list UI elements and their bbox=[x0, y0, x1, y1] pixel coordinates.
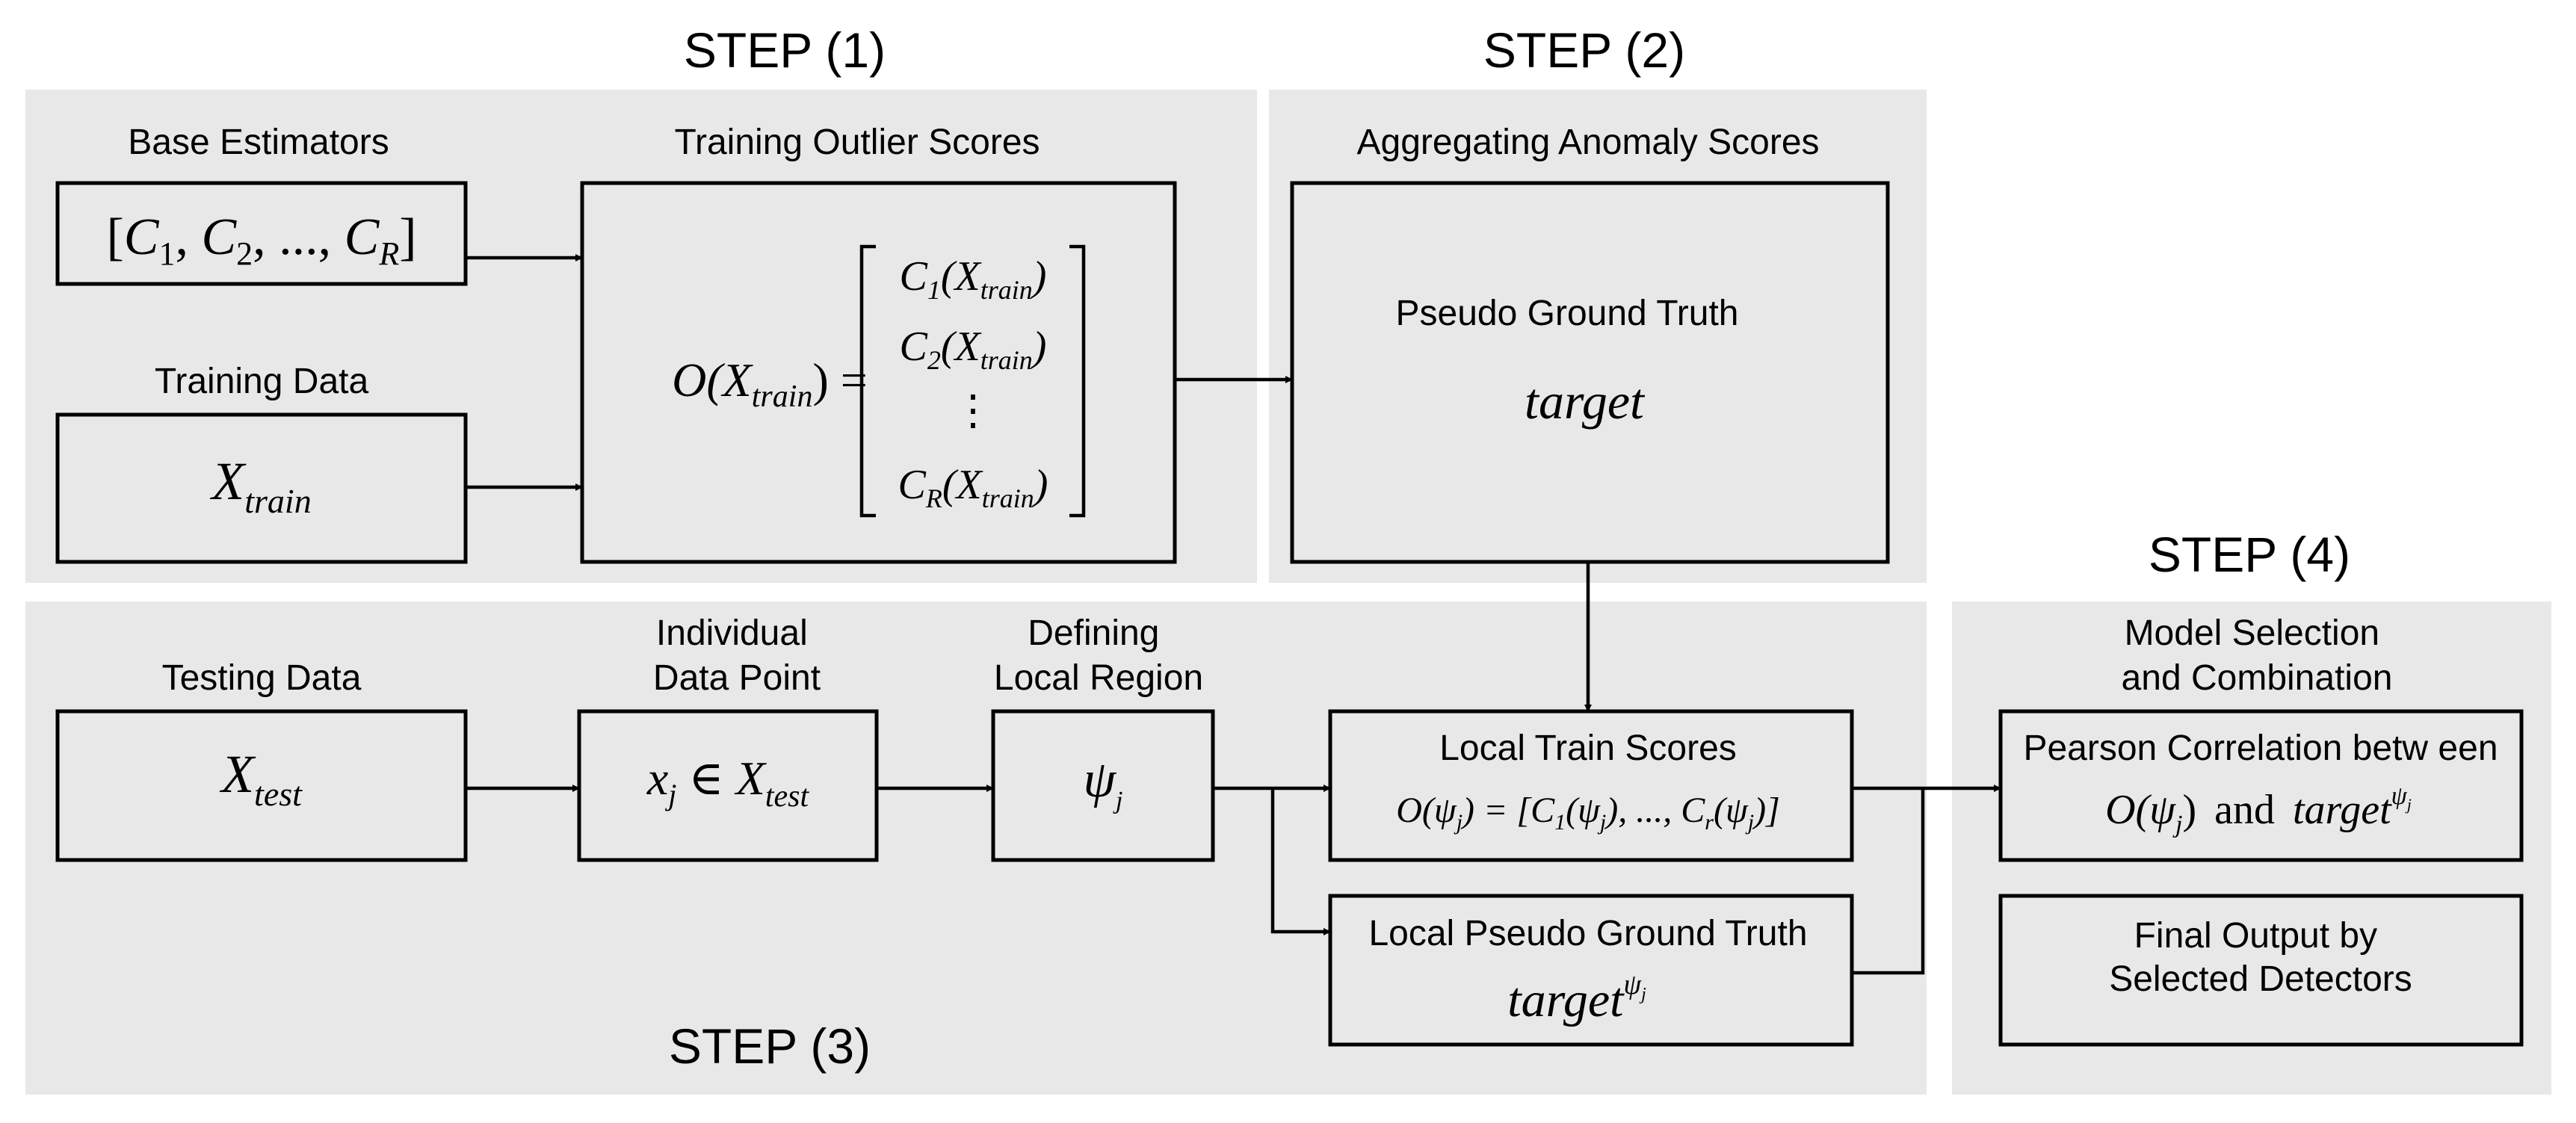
x-train-formula: Xtrain bbox=[209, 451, 311, 520]
matrix-row-1: C1(Xtrain) bbox=[900, 253, 1047, 305]
individual-data-point-label: Individual Data Point bbox=[653, 613, 821, 698]
local-region-box bbox=[991, 709, 1215, 862]
local-pseudo-ground-truth-target: targetψj bbox=[1507, 969, 1646, 1027]
defining-local-region-label: Defining Local Region bbox=[994, 613, 1203, 698]
pearson-correlation-title: Pearson Correlation betw een bbox=[2023, 728, 2498, 768]
outlier-scores-lhs: O(Xtrain) = bbox=[672, 353, 868, 414]
base-estimators-formula: [C1, C2, ..., CR] bbox=[106, 208, 416, 272]
training-outlier-scores-box bbox=[580, 181, 1177, 564]
pseudo-ground-truth-target: target bbox=[1525, 373, 1646, 430]
step-3-heading: STEP (3) bbox=[669, 1018, 871, 1074]
local-train-scores-box bbox=[1328, 709, 1854, 862]
step-2-heading: STEP (2) bbox=[1483, 22, 1685, 78]
matrix-right-bracket bbox=[1069, 244, 1086, 518]
matrix-row-dots: ⋮ bbox=[952, 388, 994, 434]
model-selection-label: Model Selection and Combination bbox=[2122, 613, 2393, 698]
final-output-label: Final Output by Selected Detectors bbox=[2109, 916, 2412, 999]
testing-data-label: Testing Data bbox=[162, 658, 362, 698]
matrix-left-bracket bbox=[859, 244, 876, 518]
local-train-scores-formula: O(ψj) = [C1(ψj), ..., Cr(ψj)] bbox=[1396, 791, 1780, 835]
local-pseudo-ground-truth-box bbox=[1328, 894, 1854, 1047]
data-point-box bbox=[577, 709, 879, 862]
x-test-formula: Xtest bbox=[219, 744, 303, 813]
training-data-label: Training Data bbox=[155, 362, 369, 401]
step-4-heading: STEP (4) bbox=[2149, 527, 2350, 582]
pseudo-ground-truth-box bbox=[1290, 181, 1890, 564]
local-pseudo-ground-truth-title: Local Pseudo Ground Truth bbox=[1368, 914, 1807, 953]
line-local-pseudo-to-merge bbox=[1852, 788, 1925, 975]
arrow-region-to-local-pseudo bbox=[1270, 788, 1331, 935]
x-test-box bbox=[55, 709, 468, 862]
base-estimators-box bbox=[55, 181, 468, 286]
local-region-formula: ψj bbox=[1084, 751, 1123, 814]
matrix-row-r: CR(Xtrain) bbox=[898, 462, 1048, 513]
matrix-row-2: C2(Xtrain) bbox=[900, 324, 1047, 375]
step-1-heading: STEP (1) bbox=[684, 22, 886, 78]
local-train-scores-title: Local Train Scores bbox=[1439, 728, 1737, 768]
pseudo-ground-truth-title: Pseudo Ground Truth bbox=[1396, 294, 1739, 333]
final-output-box bbox=[1998, 894, 2524, 1047]
base-estimators-label: Base Estimators bbox=[128, 123, 389, 162]
data-point-formula: xj ∈ Xtest bbox=[646, 752, 810, 814]
aggregating-anomaly-scores-label: Aggregating Anomaly Scores bbox=[1356, 123, 1819, 162]
training-outlier-scores-label: Training Outlier Scores bbox=[674, 123, 1040, 162]
